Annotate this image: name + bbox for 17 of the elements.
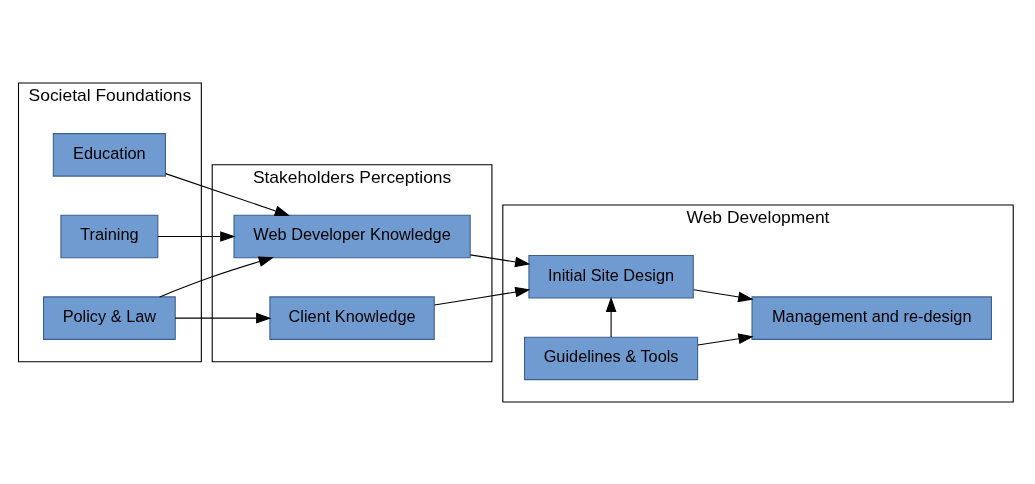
node-box: Education bbox=[52, 132, 166, 177]
arrow bbox=[157, 230, 236, 242]
node-box: Web Developer Knowledge bbox=[233, 214, 471, 258]
node-box: Initial Site Design bbox=[528, 254, 694, 299]
node-box: Policy & Law bbox=[43, 295, 176, 340]
arrow bbox=[469, 253, 531, 267]
arrow bbox=[433, 286, 531, 306]
node-box: Management and re-design bbox=[751, 295, 992, 340]
arrow bbox=[605, 296, 617, 338]
node-box: Client Knowledge bbox=[269, 295, 435, 340]
arrow bbox=[693, 288, 754, 302]
node-box: Training bbox=[60, 214, 159, 258]
arrow bbox=[159, 256, 274, 297]
arrow bbox=[165, 172, 290, 216]
arrow bbox=[174, 312, 272, 323]
arrow bbox=[697, 332, 754, 346]
node-box: Guidelines & Tools bbox=[524, 336, 699, 380]
